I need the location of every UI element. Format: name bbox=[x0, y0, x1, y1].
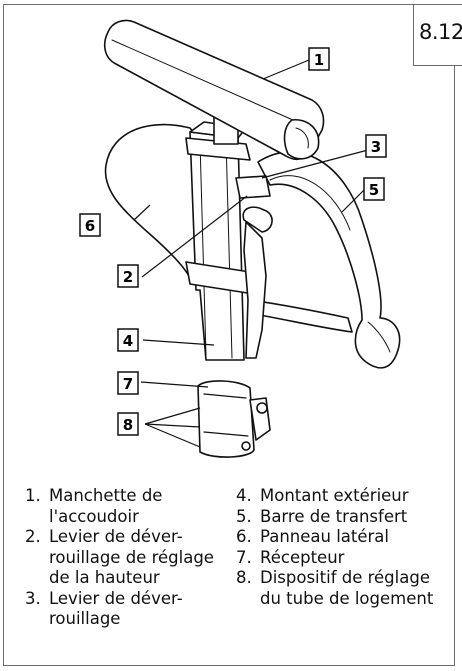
legend-item: 6.Panneau latéral bbox=[236, 527, 389, 546]
svg-text:4: 4 bbox=[123, 332, 133, 350]
page-frame bbox=[3, 4, 455, 666]
outer-post bbox=[189, 131, 245, 361]
callout-8: 8 bbox=[117, 412, 139, 436]
receiver bbox=[197, 380, 255, 458]
side-panel bbox=[104, 123, 197, 279]
callout-6: 6 bbox=[79, 213, 101, 237]
svg-text:6: 6 bbox=[85, 217, 95, 235]
legend-item: 7.Récepteur bbox=[236, 547, 345, 567]
svg-text:3: 3 bbox=[371, 138, 381, 156]
legend-left-column: 1.Manchette de l'accoudoir 2.Levier de d… bbox=[25, 486, 230, 630]
legend-item: 1.Manchette de l'accoudoir bbox=[25, 486, 163, 526]
mid-clamp bbox=[235, 175, 271, 199]
legend-item: 4.Montant extérieur bbox=[236, 486, 409, 505]
callout-5: 5 bbox=[363, 177, 385, 201]
arm-pad-end bbox=[283, 119, 320, 160]
callout-7: 7 bbox=[117, 371, 139, 395]
height-lever bbox=[243, 221, 267, 359]
callout-3: 3 bbox=[365, 134, 387, 158]
callout-1: 1 bbox=[308, 47, 330, 71]
section-number: 8.12 bbox=[419, 20, 462, 44]
adjuster-screw-2 bbox=[241, 441, 251, 451]
callout-4: 4 bbox=[117, 328, 139, 352]
svg-text:2: 2 bbox=[123, 268, 133, 286]
adjuster-screw bbox=[256, 402, 268, 414]
legend-item: 2.Levier de déver-rouillage de réglage d… bbox=[25, 527, 214, 587]
svg-text:8: 8 bbox=[123, 416, 133, 434]
transfer-bar bbox=[257, 151, 401, 369]
callout-2: 2 bbox=[117, 264, 139, 288]
legend-item: 8.Dispositif de réglage du tube de logem… bbox=[236, 568, 434, 608]
svg-text:7: 7 bbox=[123, 375, 133, 393]
legend-item: 5.Barre de transfert bbox=[236, 506, 408, 526]
legend-right-column: 4.Montant extérieur 5.Barre de transfert… bbox=[236, 486, 456, 609]
section-tab bbox=[413, 4, 462, 66]
release-lever bbox=[242, 206, 273, 233]
svg-text:1: 1 bbox=[314, 51, 324, 69]
legend-item: 3.Levier de déver-rouillage bbox=[25, 588, 183, 629]
svg-text:5: 5 bbox=[369, 181, 379, 199]
transfer-bar-lower bbox=[249, 299, 353, 333]
